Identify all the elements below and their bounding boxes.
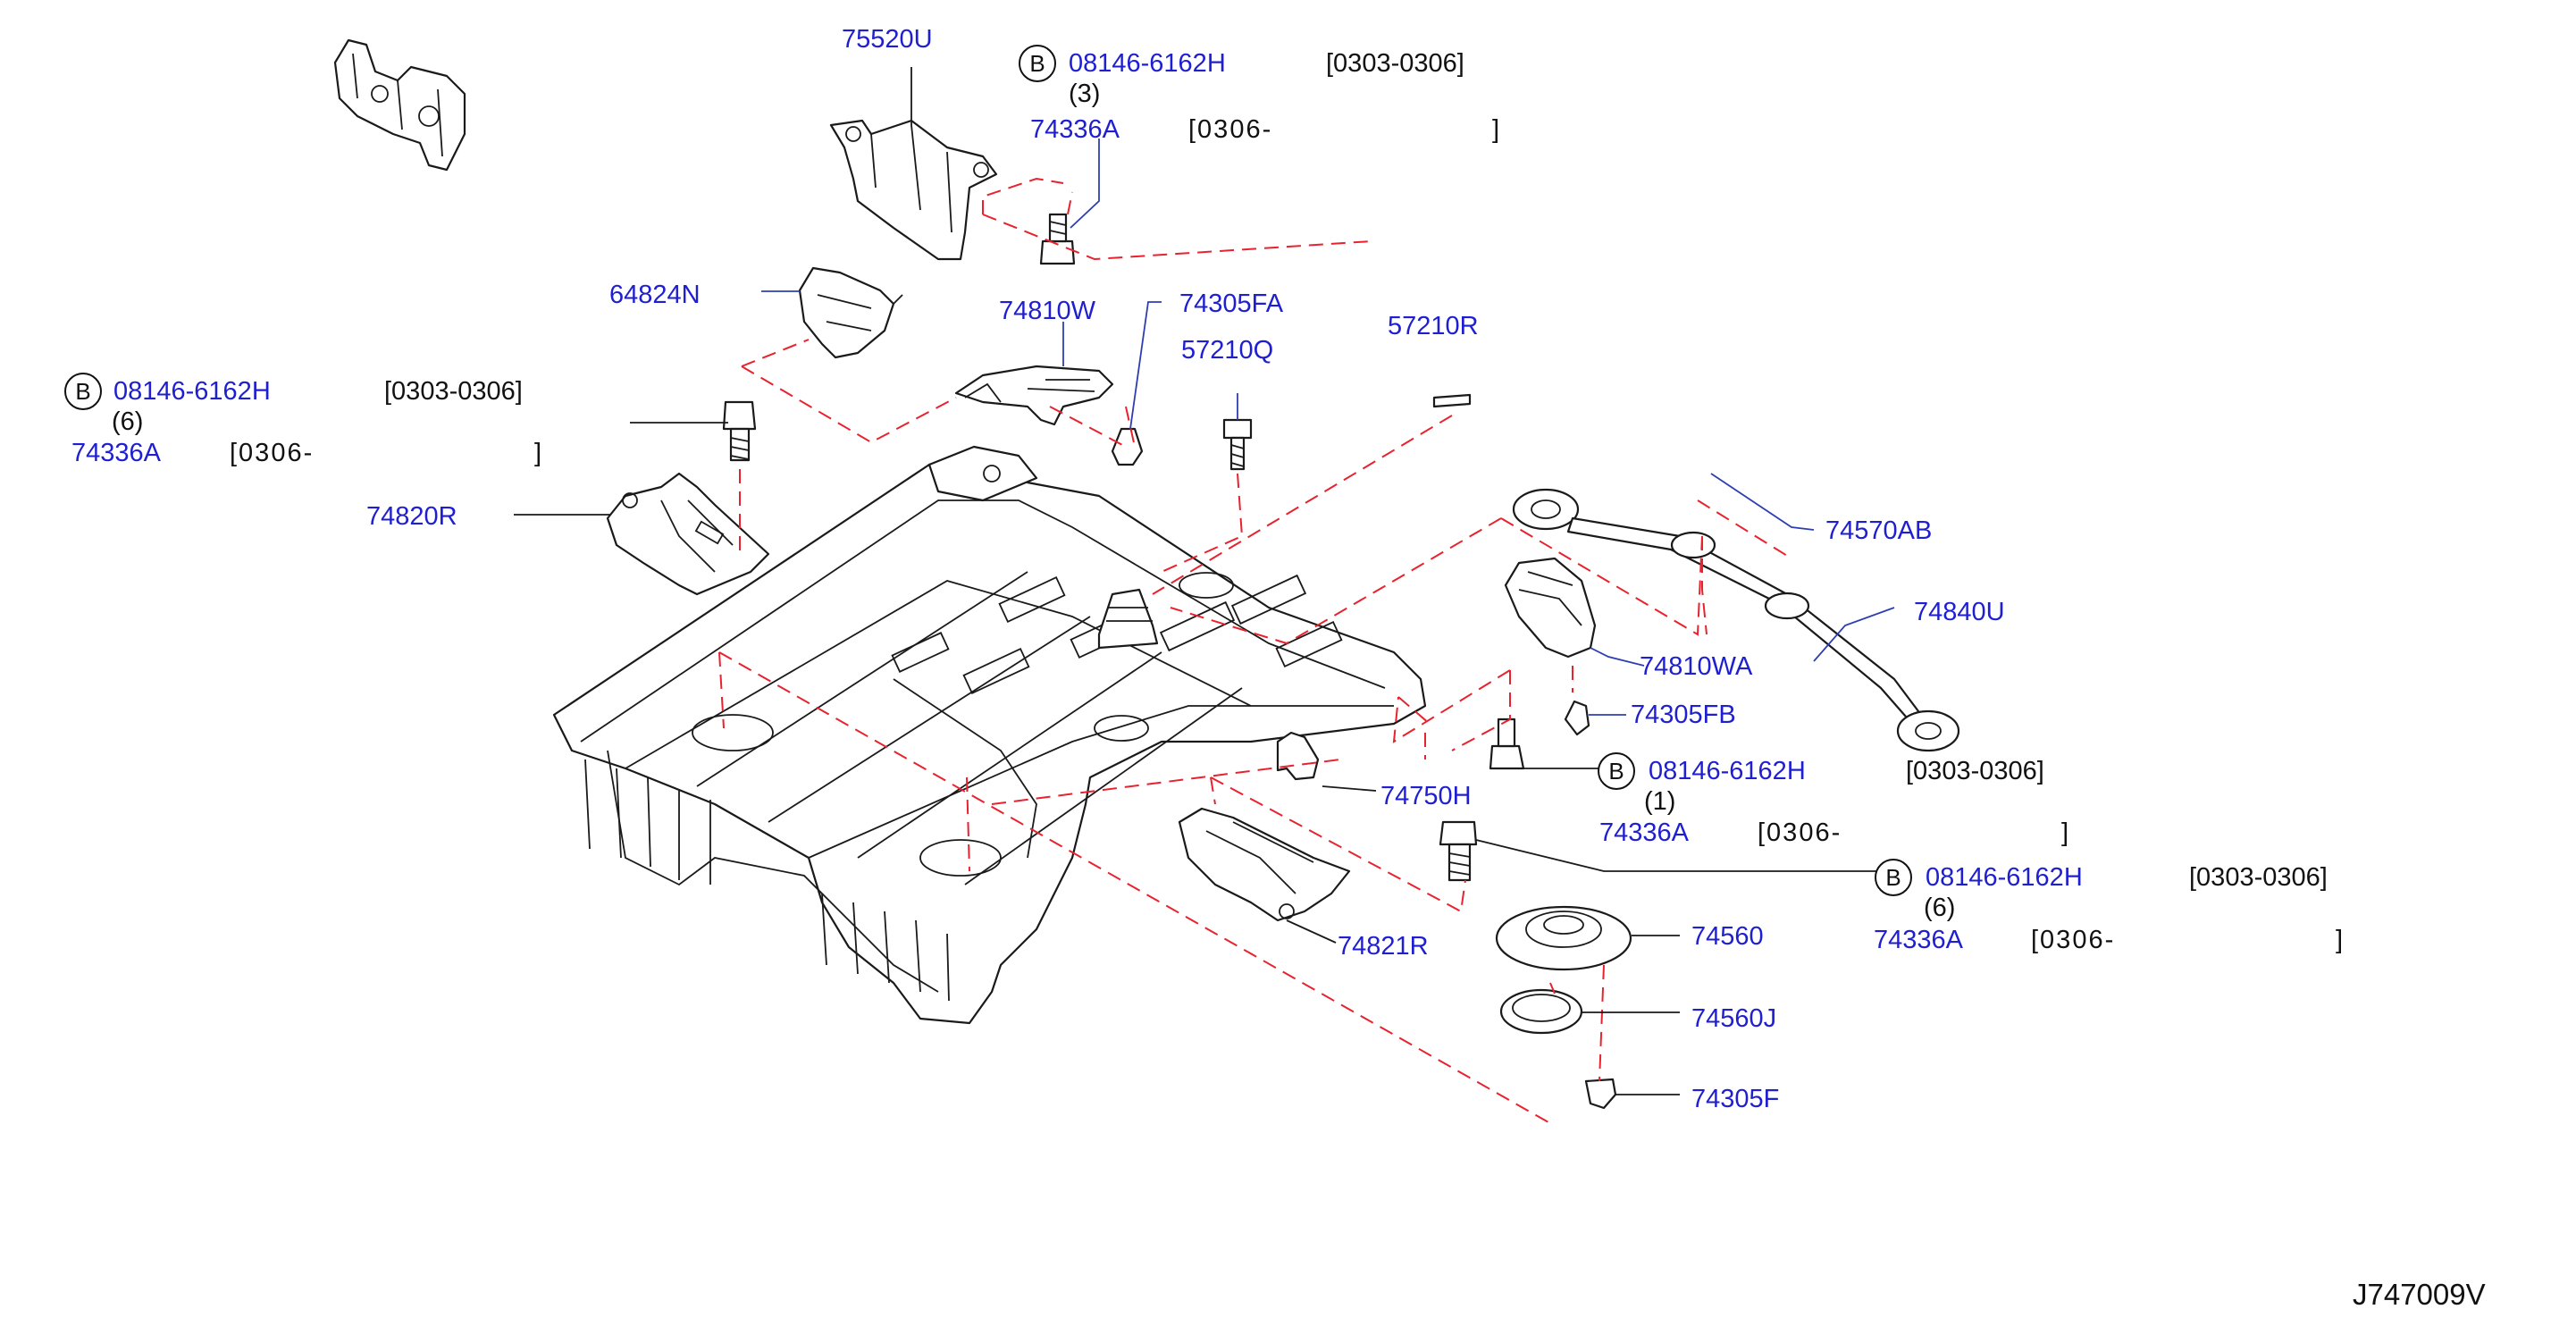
diagram-id: J747009V	[2353, 1278, 2486, 1311]
part-74810WA	[1504, 557, 1597, 659]
bolt-mid	[1489, 718, 1525, 770]
bolt-part-number: 08146-6162H	[113, 377, 271, 406]
alt-part-number: 74336A	[71, 439, 161, 467]
label-64824N: 64824N	[609, 281, 701, 309]
label-75520U: 75520U	[842, 25, 933, 54]
bolt-part-number: 08146-6162H	[1926, 863, 2083, 892]
bolt-lower	[1439, 820, 1478, 882]
alt-date-range-close: ]	[2336, 926, 2344, 954]
part-74750H	[1276, 731, 1320, 781]
label-74305F: 74305F	[1691, 1085, 1780, 1113]
label-74570AB: 74570AB	[1825, 516, 1933, 545]
bolt-quantity: (6)	[112, 407, 144, 436]
rear-floor-panel	[552, 445, 1427, 1025]
bolt-57210Q	[1222, 418, 1253, 471]
bolt-quantity: (6)	[1924, 894, 1956, 922]
part-74821R	[1178, 807, 1351, 922]
label-74560: 74560	[1691, 922, 1764, 951]
bolt-date-range: [0303-0306]	[1326, 49, 1464, 78]
bolt-left	[722, 400, 757, 462]
part-74570AB-74840U	[1512, 488, 1960, 752]
alt-date-range-close: ]	[534, 439, 542, 467]
label-74820R: 74820R	[366, 502, 457, 531]
alt-date-range-close: ]	[2061, 818, 2069, 847]
leader-lines	[514, 67, 1895, 1095]
bolt-part-number: 08146-6162H	[1649, 757, 1806, 785]
label-74821R: 74821R	[1338, 932, 1429, 961]
label-74810W: 74810W	[999, 297, 1096, 325]
alt-date-range: [0306-	[1758, 818, 1842, 847]
part-75520U	[829, 119, 998, 261]
bolt-part-number: 08146-6162H	[1069, 49, 1226, 78]
label-74560J: 74560J	[1691, 1004, 1777, 1033]
alt-date-range: [0306-	[1188, 115, 1273, 144]
label-74750H: 74750H	[1380, 782, 1472, 810]
bracket-top-left	[333, 38, 466, 172]
bolt-top	[1039, 213, 1076, 265]
b-circle-marker: B	[1598, 752, 1635, 790]
part-74560	[1495, 905, 1632, 971]
label-57210R: 57210R	[1388, 312, 1479, 340]
b-circle-marker: B	[64, 373, 102, 410]
phantom-lines	[718, 177, 1792, 1127]
part-74810W	[954, 365, 1114, 426]
bolt-date-range: [0303-0306]	[1906, 757, 2044, 785]
alt-part-number: 74336A	[1874, 926, 1963, 954]
clip-74305FA	[1111, 427, 1144, 466]
bolt-date-range: [0303-0306]	[2189, 863, 2328, 892]
alt-part-number: 74336A	[1599, 818, 1689, 847]
clip-74305F	[1584, 1078, 1617, 1110]
bolt-quantity: (3)	[1069, 80, 1101, 108]
label-74305FA: 74305FA	[1179, 290, 1284, 318]
part-64824N	[798, 266, 903, 359]
part-74560J	[1499, 988, 1583, 1035]
bolt-quantity: (1)	[1644, 787, 1676, 816]
alt-date-range: [0306-	[230, 439, 315, 467]
bolt-date-range: [0303-0306]	[384, 377, 523, 406]
alt-date-range: [0306-	[2031, 926, 2116, 954]
label-57210Q: 57210Q	[1181, 336, 1274, 365]
pad-57210R	[1432, 393, 1472, 408]
b-circle-marker: B	[1875, 859, 1912, 896]
clip-74305FB	[1564, 700, 1590, 736]
b-circle-marker: B	[1019, 45, 1056, 82]
alt-part-number: 74336A	[1030, 115, 1120, 144]
label-74840U: 74840U	[1914, 598, 2005, 626]
label-74810WA: 74810WA	[1640, 652, 1753, 681]
part-74820R	[606, 472, 770, 596]
alt-date-range-close: ]	[1492, 115, 1500, 144]
label-74305FB: 74305FB	[1631, 701, 1736, 729]
